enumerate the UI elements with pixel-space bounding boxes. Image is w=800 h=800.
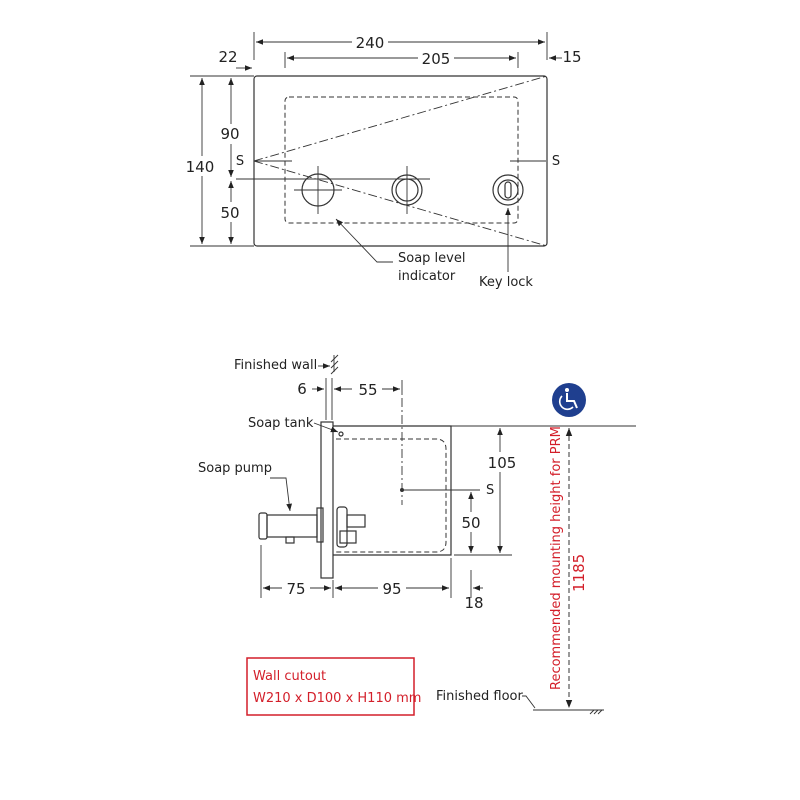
wall-cutout-box: Wall cutout W210 x D100 x H110 mm bbox=[246, 657, 421, 716]
soap-level-indicator-circle bbox=[294, 166, 342, 214]
dim-95: 95 bbox=[382, 580, 401, 598]
diagonal-upper bbox=[253, 75, 548, 162]
soap-pump bbox=[258, 506, 366, 548]
label-soap-tank: Soap tank bbox=[248, 416, 314, 431]
label-soap-level-2: indicator bbox=[398, 269, 456, 284]
wall-cutout-title: Wall cutout bbox=[253, 669, 326, 684]
dim-15: 15 bbox=[562, 48, 581, 66]
dim-18: 18 bbox=[464, 594, 483, 612]
label-finished-floor: Finished floor bbox=[436, 689, 523, 704]
key-lock-circle bbox=[492, 174, 524, 206]
dispenser-front-outline bbox=[253, 75, 548, 247]
push-button-circle bbox=[391, 166, 423, 214]
dim-90: 90 bbox=[220, 125, 239, 143]
dim-105: 105 bbox=[488, 454, 517, 472]
soap-tank-outline bbox=[336, 438, 447, 553]
dim-50-side: 50 bbox=[461, 514, 480, 532]
mounting-height-value: 1185 bbox=[570, 554, 588, 592]
dim-205: 205 bbox=[422, 50, 451, 68]
dim-22: 22 bbox=[218, 48, 237, 66]
symbol-s-side: S bbox=[486, 483, 494, 498]
dim-6: 6 bbox=[297, 380, 307, 398]
dim-50-top: 50 bbox=[220, 204, 239, 222]
side-view: Finished wall 6 55 Soap tank S bbox=[198, 354, 636, 715]
symbol-s-right: S bbox=[552, 154, 560, 169]
cutout-outline bbox=[284, 96, 519, 224]
wall-cutout-dimensions: W210 x D100 x H110 mm bbox=[253, 691, 421, 706]
front-plate bbox=[320, 421, 334, 579]
label-finished-wall: Finished wall bbox=[234, 358, 317, 373]
label-soap-pump: Soap pump bbox=[198, 461, 272, 476]
dim-75: 75 bbox=[286, 580, 305, 598]
mounting-height-label: Recommended mounting height for PRM bbox=[549, 426, 564, 690]
wheelchair-icon bbox=[552, 383, 586, 417]
dim-140: 140 bbox=[186, 158, 215, 176]
symbol-s-left: S bbox=[236, 154, 244, 169]
housing-outline bbox=[333, 425, 452, 556]
dim-240: 240 bbox=[356, 34, 385, 52]
dim-55: 55 bbox=[358, 381, 377, 399]
label-key-lock: Key lock bbox=[479, 275, 533, 290]
soap-level-leader bbox=[335, 218, 393, 263]
label-soap-level-1: Soap level bbox=[398, 251, 465, 266]
top-view: 240 205 22 15 140 90 50 S S Soap level i… bbox=[184, 32, 582, 290]
